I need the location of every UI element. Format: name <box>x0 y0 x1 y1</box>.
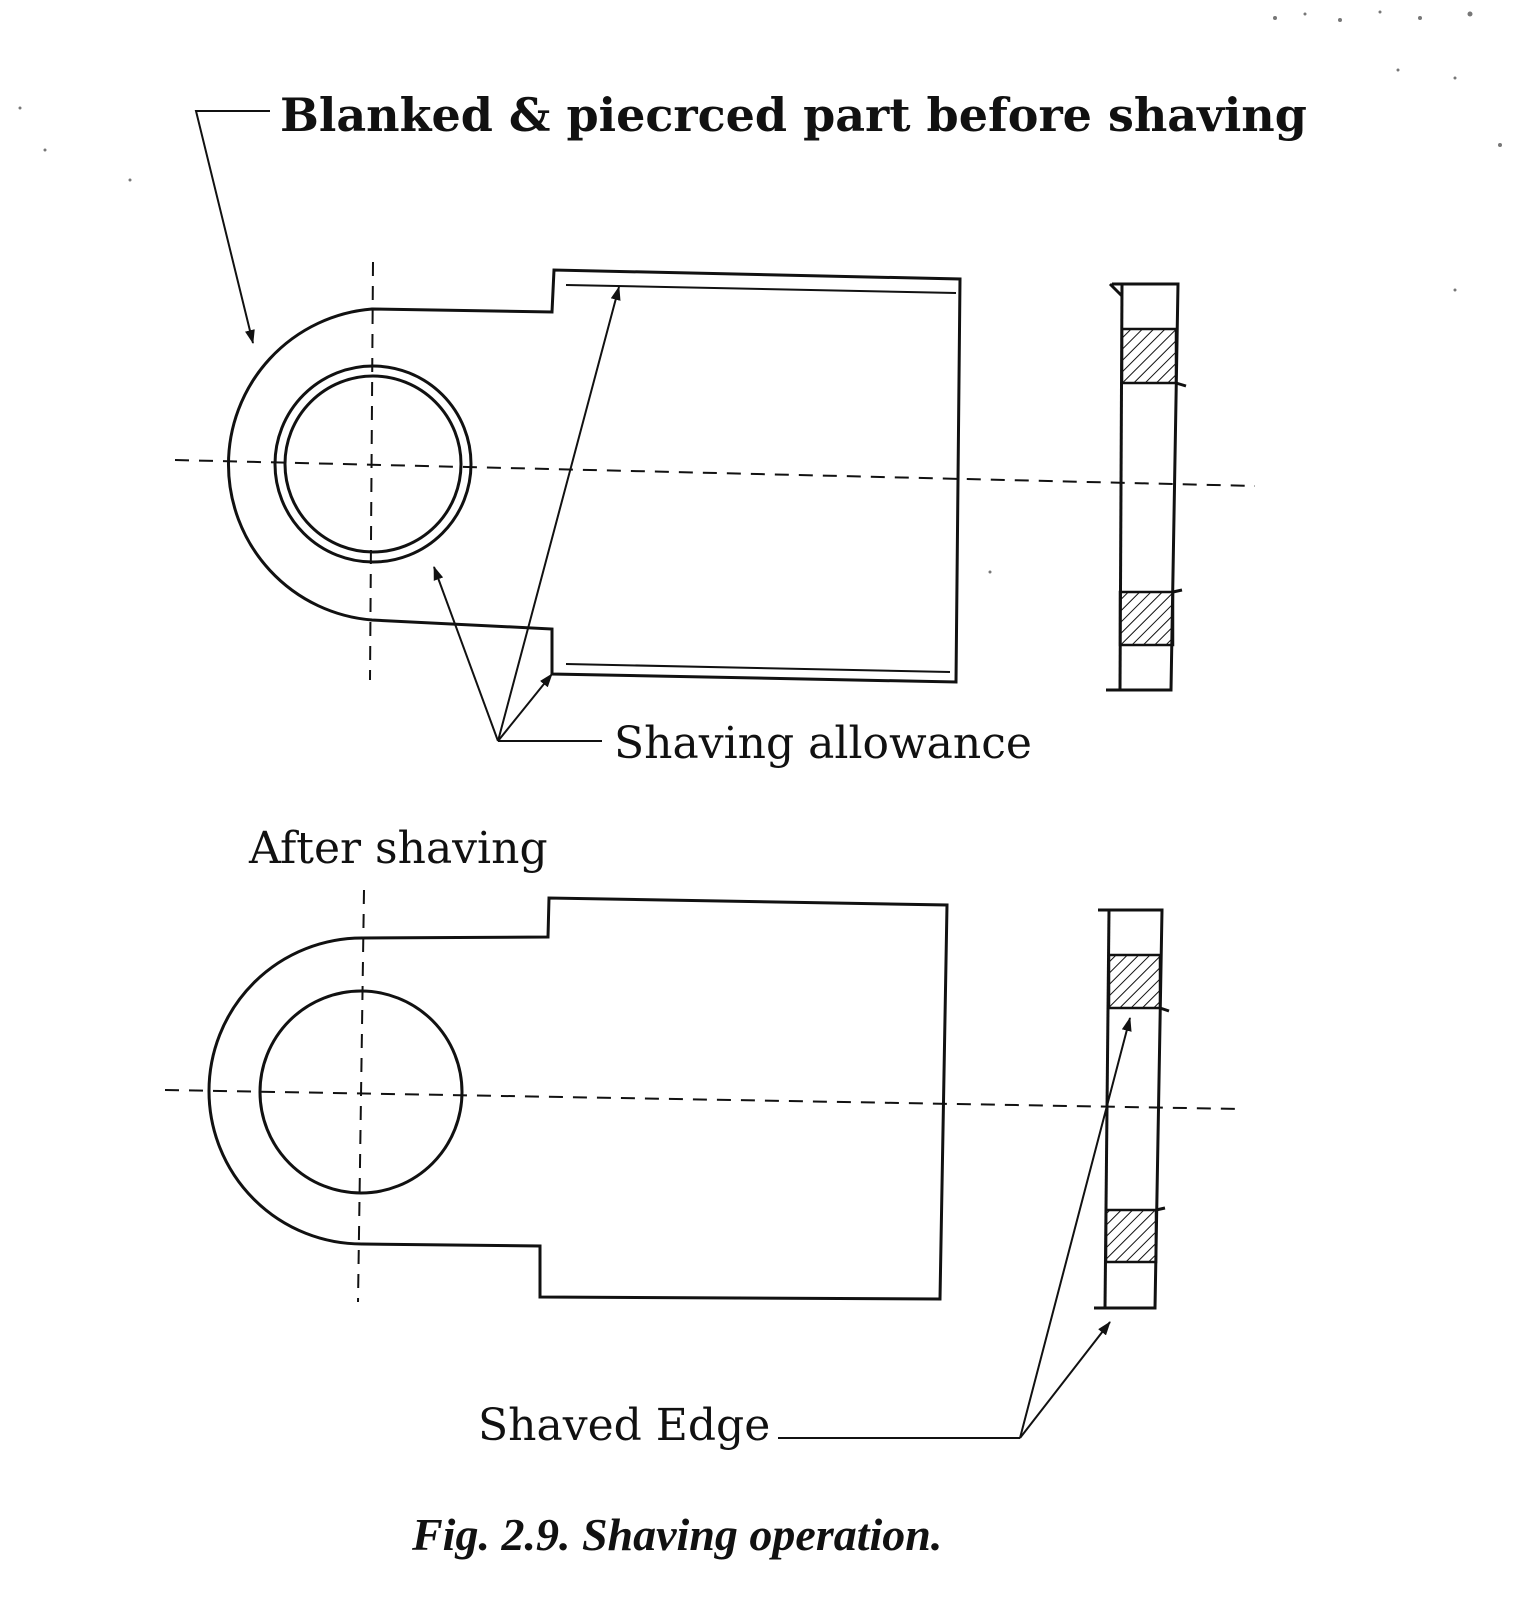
side-view-top-hatch-lower <box>1118 590 1175 647</box>
side-view-bottom-hatch-lower <box>1104 1208 1158 1264</box>
hole-inner <box>283 374 463 554</box>
side-view-bottom-tick-upper <box>1159 1006 1170 1013</box>
hole-after-shaving <box>258 989 464 1195</box>
after-shaving-part <box>164 889 1241 1303</box>
allowance-line-top <box>565 284 957 294</box>
before-shaving-part <box>174 261 1256 684</box>
before-side-view <box>1106 282 1187 692</box>
allowance-line-bottom <box>565 663 951 673</box>
figure-caption: Fig. 2.9. Shaving operation. <box>412 1509 943 1560</box>
side-view-top-outline <box>1106 282 1180 692</box>
label-after-shaving: After shaving <box>249 823 548 874</box>
centerline-vertical-top <box>369 261 374 681</box>
scan-noise <box>18 10 1502 574</box>
side-view-top-corner-tick <box>1108 282 1124 298</box>
side-view-bottom-outline <box>1094 908 1164 1310</box>
label-shaved-edge: Shaved Edge <box>478 1400 771 1451</box>
side-view-top-tick-upper <box>1175 381 1187 388</box>
allowance-leaders <box>433 286 621 742</box>
before-part-outline <box>227 268 962 684</box>
before-label-leader <box>194 110 270 344</box>
after-part-outline <box>207 896 949 1301</box>
centerline-horizontal-top <box>174 459 1256 487</box>
shaved-edge-leaders <box>778 1017 1132 1439</box>
side-view-top-hatch-upper <box>1120 327 1178 385</box>
label-shaving-allowance: Shaving allowance <box>614 718 1032 769</box>
centerline-horizontal-bottom <box>164 1089 1241 1110</box>
centerline-vertical-bottom <box>357 889 365 1303</box>
side-view-bottom-tick-lower <box>1155 1206 1166 1212</box>
side-view-bottom-hatch-upper <box>1107 953 1162 1010</box>
side-view-top-tick-lower <box>1172 588 1183 594</box>
label-before-shaving: Blanked & piecrced part before shaving <box>280 88 1307 142</box>
